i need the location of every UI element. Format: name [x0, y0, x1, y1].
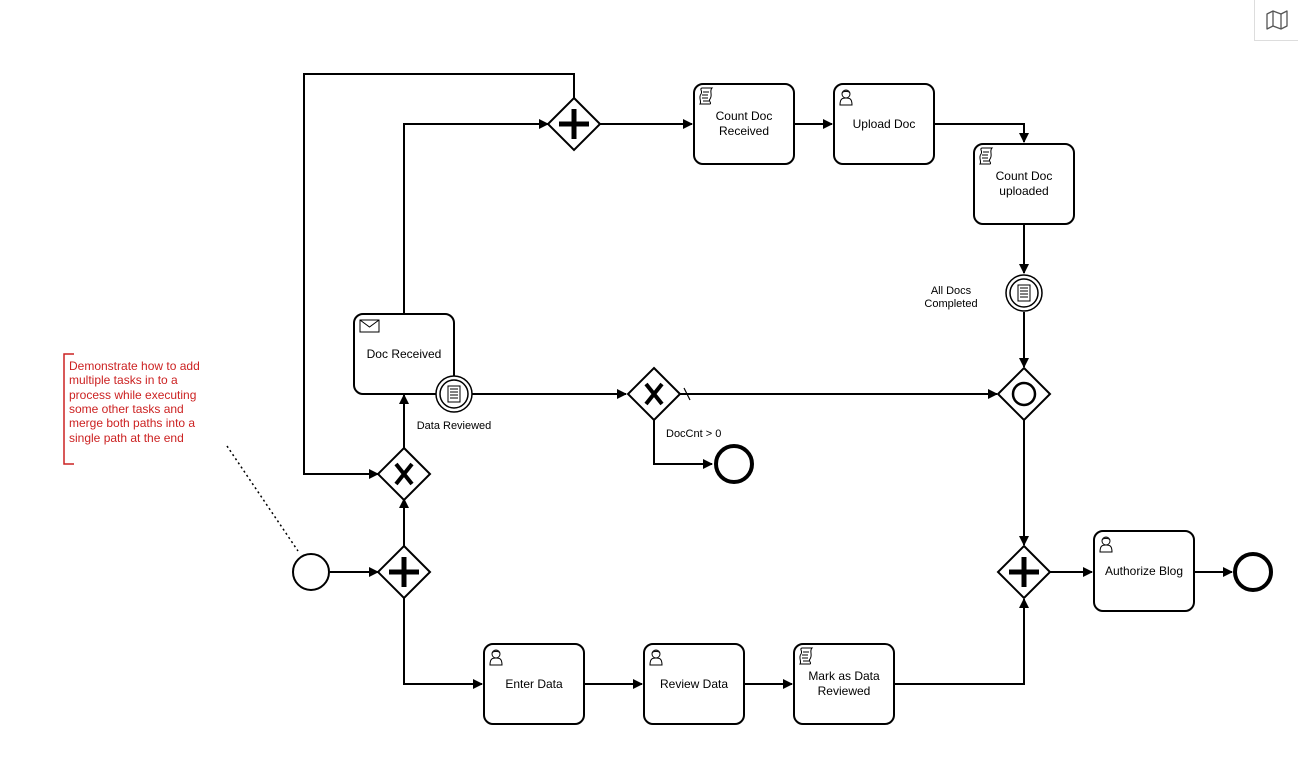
script-icon [699, 87, 713, 105]
exclusive-gateway-doccnt[interactable] [626, 366, 682, 422]
task-label: Reviewed [818, 684, 871, 698]
task-upload-doc[interactable]: Upload Doc [833, 83, 935, 165]
end-event-doccnt[interactable] [714, 444, 754, 484]
task-label: Doc Received [367, 347, 442, 361]
task-label: Review Data [660, 677, 728, 691]
start-event[interactable] [292, 553, 330, 591]
task-label: Enter Data [505, 677, 563, 691]
annotation-association [226, 445, 299, 552]
inclusive-gateway-merge[interactable] [996, 366, 1052, 422]
label-all-docs: Completed [924, 298, 977, 310]
parallel-gateway-join[interactable] [996, 544, 1052, 600]
label-all-docs: All Docs [931, 285, 972, 297]
exclusive-gateway-loop[interactable] [376, 446, 432, 502]
task-label: Received [719, 124, 769, 138]
sequence-flows [303, 73, 1233, 689]
annotation-line: process while executing [69, 388, 196, 402]
task-enter-data[interactable]: Enter Data [483, 643, 585, 725]
flow-xor2-to-end [653, 420, 713, 469]
task-count-doc-uploaded[interactable]: Count Doc uploaded [973, 143, 1075, 225]
task-label: uploaded [999, 184, 1048, 198]
task-label: Mark as Data [808, 669, 880, 683]
minimap-toggle-button[interactable] [1254, 0, 1298, 41]
task-label: Upload Doc [853, 117, 916, 131]
annotation-line: some other tasks and [69, 402, 184, 416]
annotation-line: multiple tasks in to a [69, 373, 178, 387]
parallel-gateway-top[interactable] [546, 96, 602, 152]
envelope-icon [359, 319, 380, 333]
annotation-line: Demonstrate how to add [69, 359, 200, 373]
boundary-conditional-event[interactable] [435, 375, 473, 413]
flow-split-to-enter-data [403, 598, 483, 689]
annotation-line: single path at the end [69, 431, 184, 445]
label-data-reviewed: Data Reviewed [417, 420, 492, 432]
annotation-line: merge both paths into a [69, 416, 195, 430]
end-event-final[interactable] [1233, 552, 1273, 592]
script-icon [979, 147, 993, 165]
default-flow-marker [683, 387, 691, 401]
task-label: Count Doc [716, 109, 773, 123]
flow-doc-received-to-parallel [403, 119, 549, 314]
text-annotation[interactable]: Demonstrate how to add multiple tasks in… [63, 353, 200, 465]
task-label: Authorize Blog [1105, 564, 1183, 578]
task-mark-data-reviewed[interactable]: Mark as Data Reviewed [793, 643, 895, 725]
conditional-event-all-docs[interactable] [1005, 274, 1043, 312]
parallel-gateway-split[interactable] [376, 544, 432, 600]
task-authorize-blog[interactable]: Authorize Blog [1093, 530, 1195, 612]
task-label: Count Doc [996, 169, 1053, 183]
task-count-doc-received[interactable]: Count Doc Received [693, 83, 795, 165]
task-doc-received[interactable]: Doc Received [353, 313, 455, 395]
task-review-data[interactable]: Review Data [643, 643, 745, 725]
label-doccnt: DocCnt > 0 [666, 428, 721, 440]
script-icon [799, 647, 813, 665]
flow-mark-to-join [894, 598, 1029, 685]
map-icon [1265, 10, 1288, 30]
flow-upload-to-count-uploaded [934, 123, 1029, 143]
flow-loop-to-xor [303, 73, 575, 479]
